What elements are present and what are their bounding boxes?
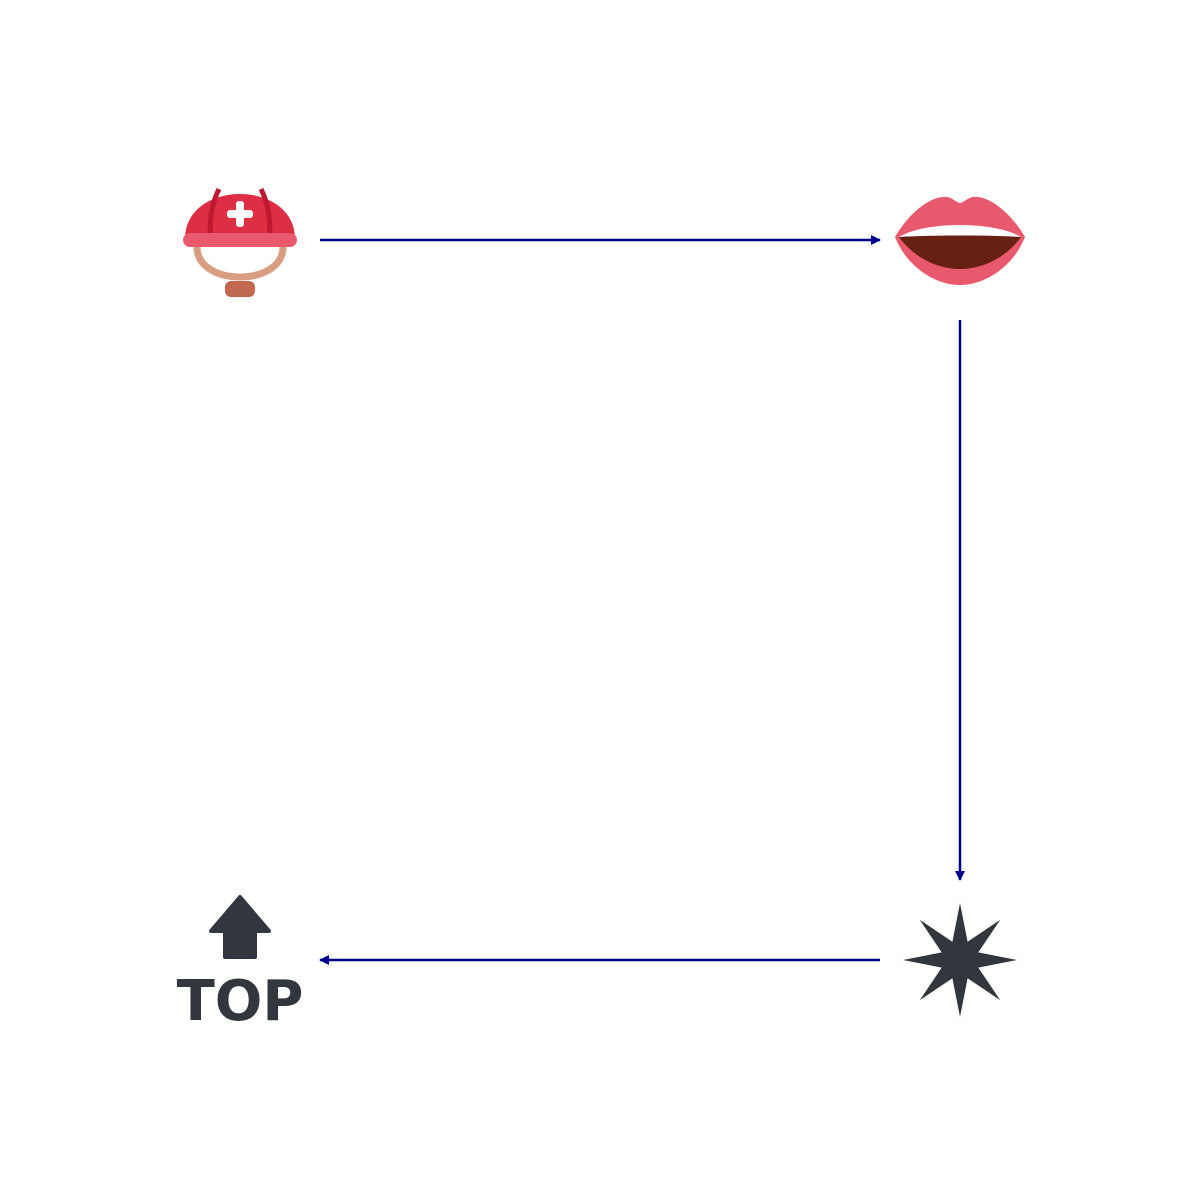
rescue-worker-helmet-icon — [183, 187, 297, 297]
eight-pointed-star-icon — [903, 903, 1017, 1017]
top-label: TOP — [177, 969, 304, 1025]
top-node: TOP — [175, 895, 305, 1025]
mouth-node — [895, 175, 1025, 305]
mouth-icon — [895, 196, 1025, 285]
helmet-node — [175, 175, 305, 305]
star-node — [895, 895, 1025, 1025]
top-arrow-icon: TOP — [177, 895, 304, 1025]
